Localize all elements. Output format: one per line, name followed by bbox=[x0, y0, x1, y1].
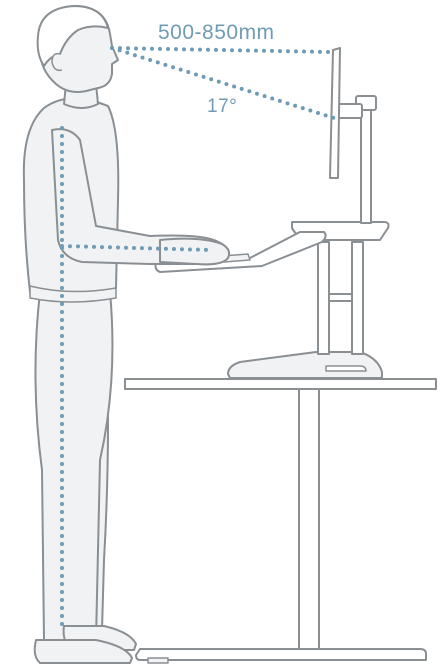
riser-post-back bbox=[352, 242, 363, 354]
eye-distance-label: 500-850mm bbox=[158, 22, 275, 43]
person bbox=[24, 6, 229, 663]
riser-base-slot bbox=[326, 366, 366, 371]
desk-foot-pad-left bbox=[148, 658, 168, 663]
riser-post-front bbox=[318, 242, 329, 354]
person-hand bbox=[160, 239, 229, 265]
riser-crossbar bbox=[329, 294, 352, 301]
riser-base bbox=[228, 352, 382, 378]
desk-leg bbox=[299, 389, 319, 649]
monitor bbox=[330, 48, 340, 178]
desk-foot bbox=[136, 649, 426, 660]
desk bbox=[125, 379, 436, 663]
eye-line-horizontal bbox=[112, 48, 330, 52]
tilt-angle-label: 17° bbox=[207, 97, 237, 116]
desk-top bbox=[125, 379, 436, 389]
